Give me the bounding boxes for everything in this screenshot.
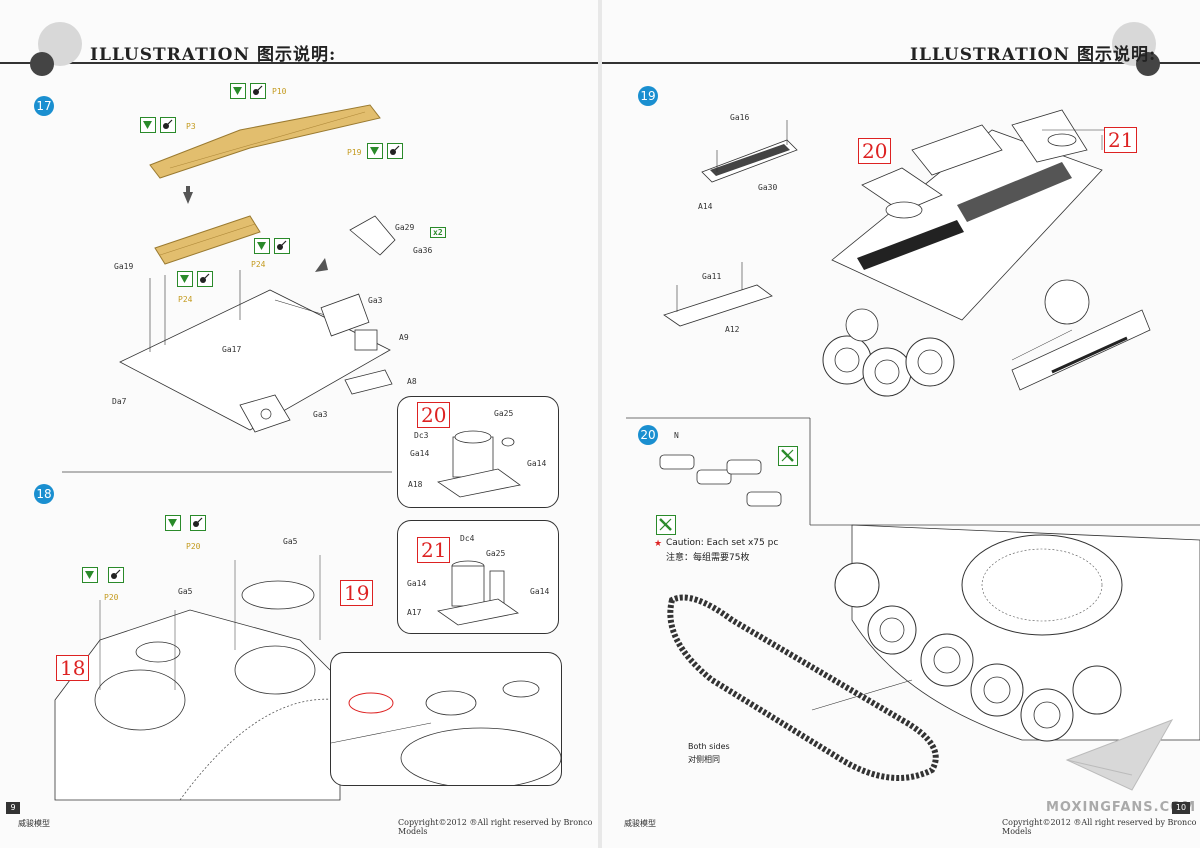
label-da7: Da7: [112, 397, 127, 406]
right-page-number: 10: [1172, 802, 1190, 814]
label-ga36: Ga36: [413, 246, 433, 255]
label-p20-b: P20: [104, 593, 119, 602]
glue-down-icon: [140, 117, 156, 133]
cutter-icon: [778, 446, 798, 466]
paper-plane-logo: [1065, 719, 1174, 791]
watermark-text: MOXINGFANS.COM: [1046, 800, 1197, 815]
right-header-rule: [602, 42, 1200, 64]
glue-drop-icon: [190, 515, 206, 531]
page-gutter: [598, 0, 602, 848]
label-p10: P10: [272, 87, 287, 96]
label-ga3-b: Ga3: [313, 410, 328, 419]
label-a18: A18: [408, 480, 423, 489]
left-footer-copyright: Copyright©2012 ®All right reserved by Br…: [398, 818, 593, 836]
cutter-icon: [656, 515, 676, 535]
callout-21-inset: 21: [417, 537, 451, 563]
glue-down-icon: [177, 271, 193, 287]
right-header-disc-dark: [1136, 52, 1160, 76]
caution-star-icon: ★: [654, 539, 663, 549]
label-p3: P3: [186, 122, 196, 131]
callout-18: 18: [56, 655, 90, 681]
both-sides-cn: 对侧相同: [688, 755, 720, 764]
step-20-illustration: [659, 454, 1200, 781]
label-ga11: Ga11: [702, 272, 722, 281]
label-dc4: Dc4: [460, 534, 475, 543]
label-ga17: Ga17: [222, 345, 242, 354]
label-ga25-a: Ga25: [494, 409, 514, 418]
glue-down-icon: [82, 567, 98, 583]
label-ga5-a: Ga5: [283, 537, 298, 546]
left-footer-brand: 威骏模型: [18, 819, 50, 828]
label-ga25-b: Ga25: [486, 549, 506, 558]
label-ga19: Ga19: [114, 262, 134, 271]
label-ga3-a: Ga3: [368, 296, 383, 305]
step-19-badge: 19: [638, 86, 658, 106]
label-ga14-b: Ga14: [527, 459, 547, 468]
both-sides-en: Both sides: [688, 742, 730, 751]
label-p20-a: P20: [186, 542, 201, 551]
right-page: ILLUSTRATION 图示说明: 19: [602, 0, 1200, 848]
left-header-rule: [0, 42, 598, 64]
label-p24-a: P24: [251, 260, 266, 269]
callout-19: 19: [340, 580, 374, 606]
right-page-title: ILLUSTRATION 图示说明:: [910, 45, 1157, 65]
label-p24-b: P24: [178, 295, 193, 304]
label-ga5-b: Ga5: [178, 587, 193, 596]
step-18-badge: 18: [34, 484, 54, 504]
glue-down-icon: [165, 515, 181, 531]
caution-cn: 注意：每组需要75枚: [666, 553, 750, 563]
label-ga30: Ga30: [758, 183, 778, 192]
label-x2: x2: [430, 227, 446, 238]
left-header-disc-dark: [30, 52, 54, 76]
step-17-badge: 17: [34, 96, 54, 116]
left-page-number: 9: [6, 802, 20, 814]
left-page: ILLUSTRATION 图示说明: 17: [0, 0, 598, 848]
step-19-illustration: [626, 109, 1200, 526]
glue-drop-icon: [387, 143, 403, 159]
left-page-title: ILLUSTRATION 图示说明:: [90, 45, 337, 65]
callout-21: 21: [1104, 127, 1138, 153]
callout-20: 20: [858, 138, 892, 164]
glue-drop-icon: [250, 83, 266, 99]
label-ga29: Ga29: [395, 223, 415, 232]
glue-down-icon: [367, 143, 383, 159]
label-ga14-d: Ga14: [530, 587, 550, 596]
label-a14: A14: [698, 202, 713, 211]
right-footer-copyright: Copyright©2012 ®All right reserved by Br…: [1002, 818, 1197, 836]
callout-20-inset: 20: [417, 402, 451, 428]
label-a17: A17: [407, 608, 422, 617]
label-a12: A12: [725, 325, 740, 334]
glue-down-icon: [230, 83, 246, 99]
step-17-illustration: [62, 104, 396, 473]
step-18-illustration: [54, 555, 341, 801]
glue-drop-icon: [160, 117, 176, 133]
label-n: N: [674, 431, 679, 440]
label-dc3: Dc3: [414, 431, 429, 440]
label-p19: P19: [347, 148, 362, 157]
label-ga14-c: Ga14: [407, 579, 427, 588]
glue-drop-icon: [197, 271, 213, 287]
label-a9: A9: [399, 333, 409, 342]
inset-turret-ring: [330, 652, 562, 789]
label-ga16: Ga16: [730, 113, 750, 122]
glue-drop-icon: [108, 567, 124, 583]
right-footer-brand: 威骏模型: [624, 819, 656, 828]
label-ga14-a: Ga14: [410, 449, 430, 458]
step-20-badge: 20: [638, 425, 658, 445]
caution-en: Caution: Each set x75 pc: [666, 538, 779, 548]
label-a8: A8: [407, 377, 417, 386]
glue-drop-icon: [274, 238, 290, 254]
glue-down-icon: [254, 238, 270, 254]
